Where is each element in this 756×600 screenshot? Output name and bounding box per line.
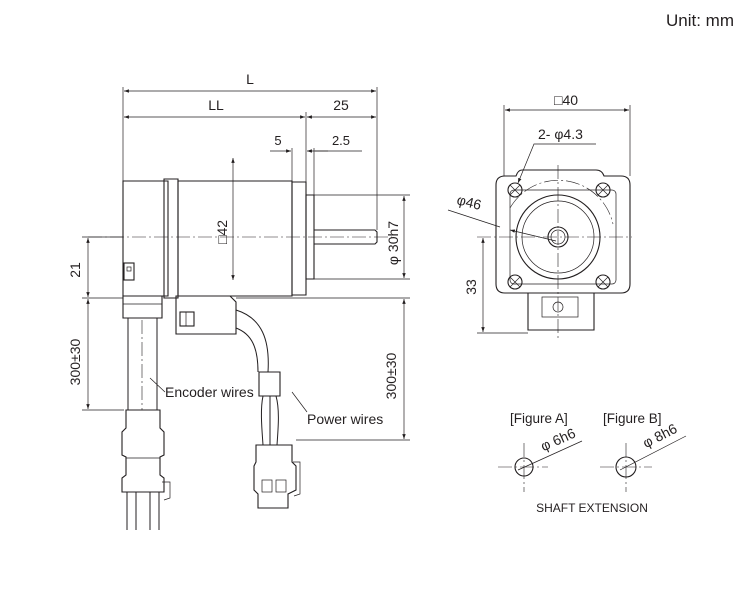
mounting-hole-tl — [507, 182, 523, 198]
figure-b-shaft — [615, 456, 637, 478]
dim-bolt-circle: φ46 — [455, 191, 483, 213]
shaft-extension: [Figure A] [Figure B] φ 6h6 φ 8h6 SHAFT … — [498, 411, 687, 515]
dim-center-offset: 33 — [463, 279, 479, 295]
encoder-port — [123, 262, 135, 281]
figure-a-shaft — [514, 457, 534, 477]
encoder-cable — [127, 318, 158, 410]
front-connector — [527, 292, 595, 331]
motor-flange — [291, 181, 307, 296]
figure-b-label: [Figure B] — [603, 411, 662, 426]
dim-shaft-diameter: φ 30h7 — [385, 221, 401, 265]
dim-mounting-holes-leader — [517, 143, 596, 184]
label-encoder-wires: Encoder wires — [165, 384, 254, 400]
power-cable-inner — [235, 327, 259, 373]
encoder-wire-ends — [126, 492, 160, 530]
figure-a-label: [Figure A] — [510, 411, 568, 426]
power-cable-sleeve — [258, 371, 281, 397]
rear-band — [163, 178, 179, 299]
power-wires — [260, 395, 279, 446]
power-cable-outer — [235, 309, 269, 373]
dim-flange-square: □40 — [554, 92, 578, 108]
mounting-hole-bl — [507, 274, 523, 290]
power-connector — [253, 444, 297, 509]
power-lead-block — [175, 295, 237, 335]
mounting-hole-tr — [595, 182, 611, 198]
encoder-port-detail — [126, 266, 132, 272]
dim-mounting-holes: 2- φ4.3 — [538, 126, 583, 142]
unit-label: Unit: mm — [666, 11, 734, 30]
motor-body — [177, 180, 293, 297]
shaft-circle — [547, 226, 569, 248]
front-view: □40 2- φ4.3 φ46 33 — [447, 92, 632, 340]
dim-center-height: 21 — [67, 262, 83, 278]
figure-a-dim: φ 6h6 — [538, 425, 578, 454]
dim-total-length: L — [246, 71, 254, 87]
pilot-circle — [515, 194, 601, 280]
dim-body-square: □42 — [214, 220, 230, 244]
mounting-hole-br — [595, 274, 611, 290]
rear-end-cap — [122, 180, 169, 297]
dim-encoder-cable-length: 300±30 — [67, 338, 83, 385]
dim-body-length: LL — [208, 97, 224, 113]
dim-shaft-length: 25 — [333, 97, 349, 113]
label-power-wires: Power wires — [307, 411, 383, 427]
encoder-connector — [121, 409, 165, 493]
motor-shaft — [314, 229, 378, 245]
side-view: L LL 25 5 2.5 □42 φ 30h7 21 300±30 — [67, 71, 410, 530]
front-flange — [495, 169, 631, 294]
dim-flange-thickness: 5 — [274, 133, 281, 148]
dim-pilot-height: 2.5 — [332, 133, 350, 148]
shaft-extension-title: SHAFT EXTENSION — [536, 501, 648, 515]
dim-power-cable-length: 300±30 — [383, 352, 399, 399]
encoder-cable-bushing — [122, 295, 163, 319]
power-lead-clip — [179, 311, 195, 327]
